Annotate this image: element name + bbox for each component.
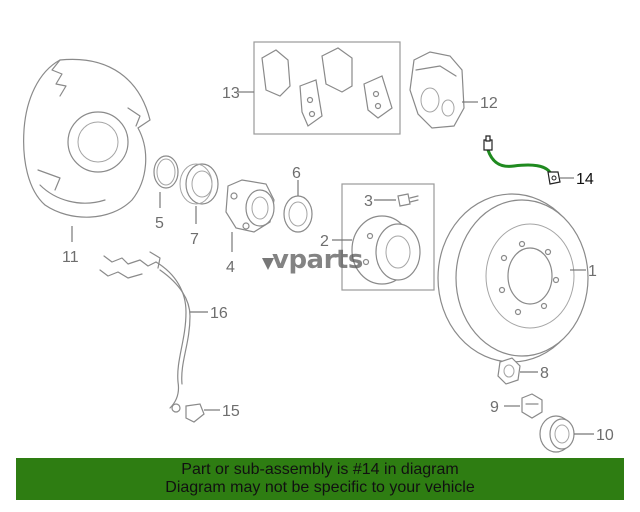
part-9-nut[interactable] <box>521 393 543 419</box>
banner-line-2: Diagram may not be specific to your vehi… <box>165 479 475 496</box>
callout-15: 15 <box>222 403 240 420</box>
callout-9: 9 <box>490 399 499 416</box>
callout-11: 11 <box>62 249 79 266</box>
part-11-dust-shield[interactable] <box>23 58 151 218</box>
part-8-nut[interactable] <box>497 357 521 385</box>
part-15-abs-sensor[interactable] <box>171 403 205 423</box>
part-1-brake-rotor[interactable] <box>437 193 589 363</box>
part-2-hub[interactable] <box>351 215 421 285</box>
part-7-seal[interactable] <box>179 163 219 205</box>
part-12-caliper[interactable] <box>409 51 465 129</box>
callout-12: 12 <box>480 95 498 112</box>
part-4-hub-bearing[interactable] <box>225 179 275 233</box>
part-3-hub-bolt[interactable] <box>397 193 419 207</box>
callout-4: 4 <box>226 259 235 276</box>
part-6-bearing[interactable] <box>283 195 313 233</box>
part-16-abs-wire[interactable] <box>99 251 191 409</box>
part-5-o-ring[interactable] <box>153 155 179 189</box>
part-10-hub-cap[interactable] <box>539 415 575 453</box>
callout-16: 16 <box>210 305 228 322</box>
part-2-hub-box <box>341 183 435 291</box>
callout-6: 6 <box>292 165 301 182</box>
part-info-banner: Part or sub-assembly is #14 in diagram D… <box>16 458 624 500</box>
callout-10: 10 <box>596 427 614 444</box>
callout-14: 14 <box>576 171 594 188</box>
callout-2: 2 <box>320 233 329 250</box>
watermark-text: vparts <box>272 245 363 275</box>
callout-1: 1 <box>588 263 597 280</box>
callout-7: 7 <box>190 231 199 248</box>
part-13-pads-box <box>253 41 401 135</box>
callout-8: 8 <box>540 365 549 382</box>
vparts-watermark: vparts <box>262 245 363 275</box>
part-13-brake-pads[interactable] <box>261 47 393 127</box>
callout-13: 13 <box>222 85 240 102</box>
callout-3: 3 <box>364 193 373 210</box>
part-14-brake-hose[interactable] <box>483 135 561 185</box>
callout-5: 5 <box>155 215 164 232</box>
banner-line-1: Part or sub-assembly is #14 in diagram <box>181 461 459 478</box>
